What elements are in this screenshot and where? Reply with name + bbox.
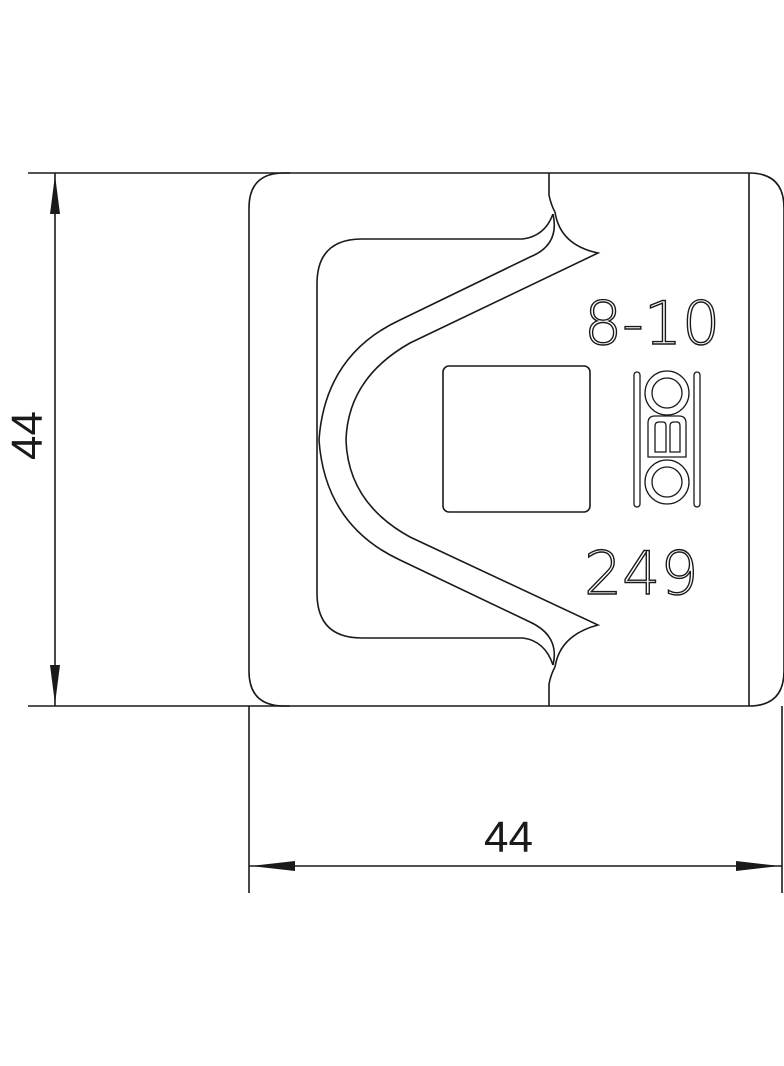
logo-b [647, 415, 687, 458]
arrow-down-icon [50, 665, 60, 704]
dimension-height-label: 44 [3, 411, 52, 460]
dimension-height: 44 [3, 172, 290, 707]
inner-recess [316, 213, 554, 666]
size-range-engraving: 8-10 [584, 289, 720, 359]
part-outline [248, 172, 784, 707]
square-hole [442, 365, 591, 513]
obo-logo [633, 370, 701, 508]
arrow-right-icon [736, 861, 780, 871]
notch-edges [548, 173, 556, 706]
logo-bar-left [633, 371, 641, 508]
logo-bar-right [693, 371, 701, 508]
part-number-engraving: 249 [584, 539, 699, 609]
logo-o-top [644, 370, 690, 416]
logo-o-bottom [644, 459, 690, 505]
dimension-width-label: 44 [484, 813, 533, 862]
dimension-width: 44 [248, 706, 783, 893]
arrow-up-icon [50, 175, 60, 214]
v-channel [318, 211, 601, 668]
arrow-left-icon [251, 861, 295, 871]
